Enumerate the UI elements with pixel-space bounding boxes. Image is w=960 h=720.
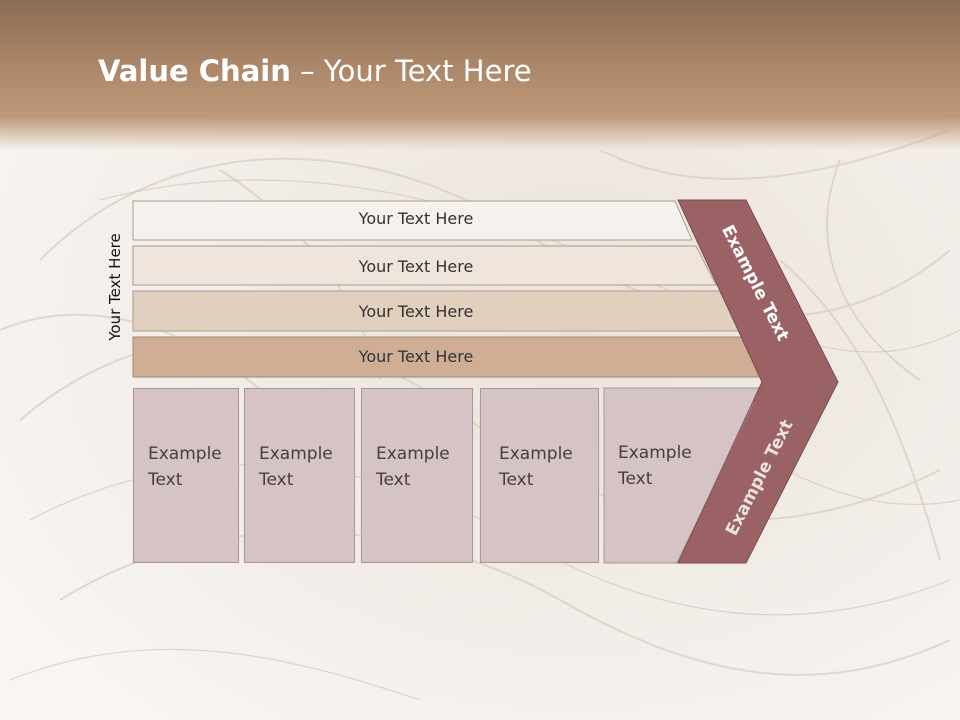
column-3-line2: Text bbox=[376, 470, 411, 490]
column-3-line1: Example bbox=[376, 444, 450, 464]
bar-2-label: Your Text Here bbox=[358, 257, 474, 276]
bar-4-label: Your Text Here bbox=[358, 347, 474, 366]
page-title: Value Chain – Your Text Here bbox=[98, 54, 532, 88]
bar-2-shape bbox=[132, 245, 717, 286]
column-1-line1: Example bbox=[148, 444, 222, 464]
column-5-line1: Example bbox=[618, 443, 692, 463]
bar-1-shape bbox=[132, 200, 693, 241]
column-4-line2: Text bbox=[499, 470, 534, 490]
column-2-line2: Text bbox=[259, 470, 294, 490]
column-1-line2: Text bbox=[148, 470, 183, 490]
column-2-line1: Example bbox=[259, 444, 333, 464]
bar-3-label: Your Text Here bbox=[358, 302, 474, 321]
chevron-shape bbox=[677, 199, 839, 564]
column-4-line1: Example bbox=[499, 444, 573, 464]
bar-1-label: Your Text Here bbox=[358, 209, 474, 228]
title-banner bbox=[0, 0, 960, 150]
column-5-line2: Text bbox=[618, 469, 653, 489]
title-bold: Value Chain bbox=[98, 54, 291, 88]
title-rest: – Your Text Here bbox=[290, 54, 532, 88]
column-5-shape bbox=[603, 387, 763, 564]
